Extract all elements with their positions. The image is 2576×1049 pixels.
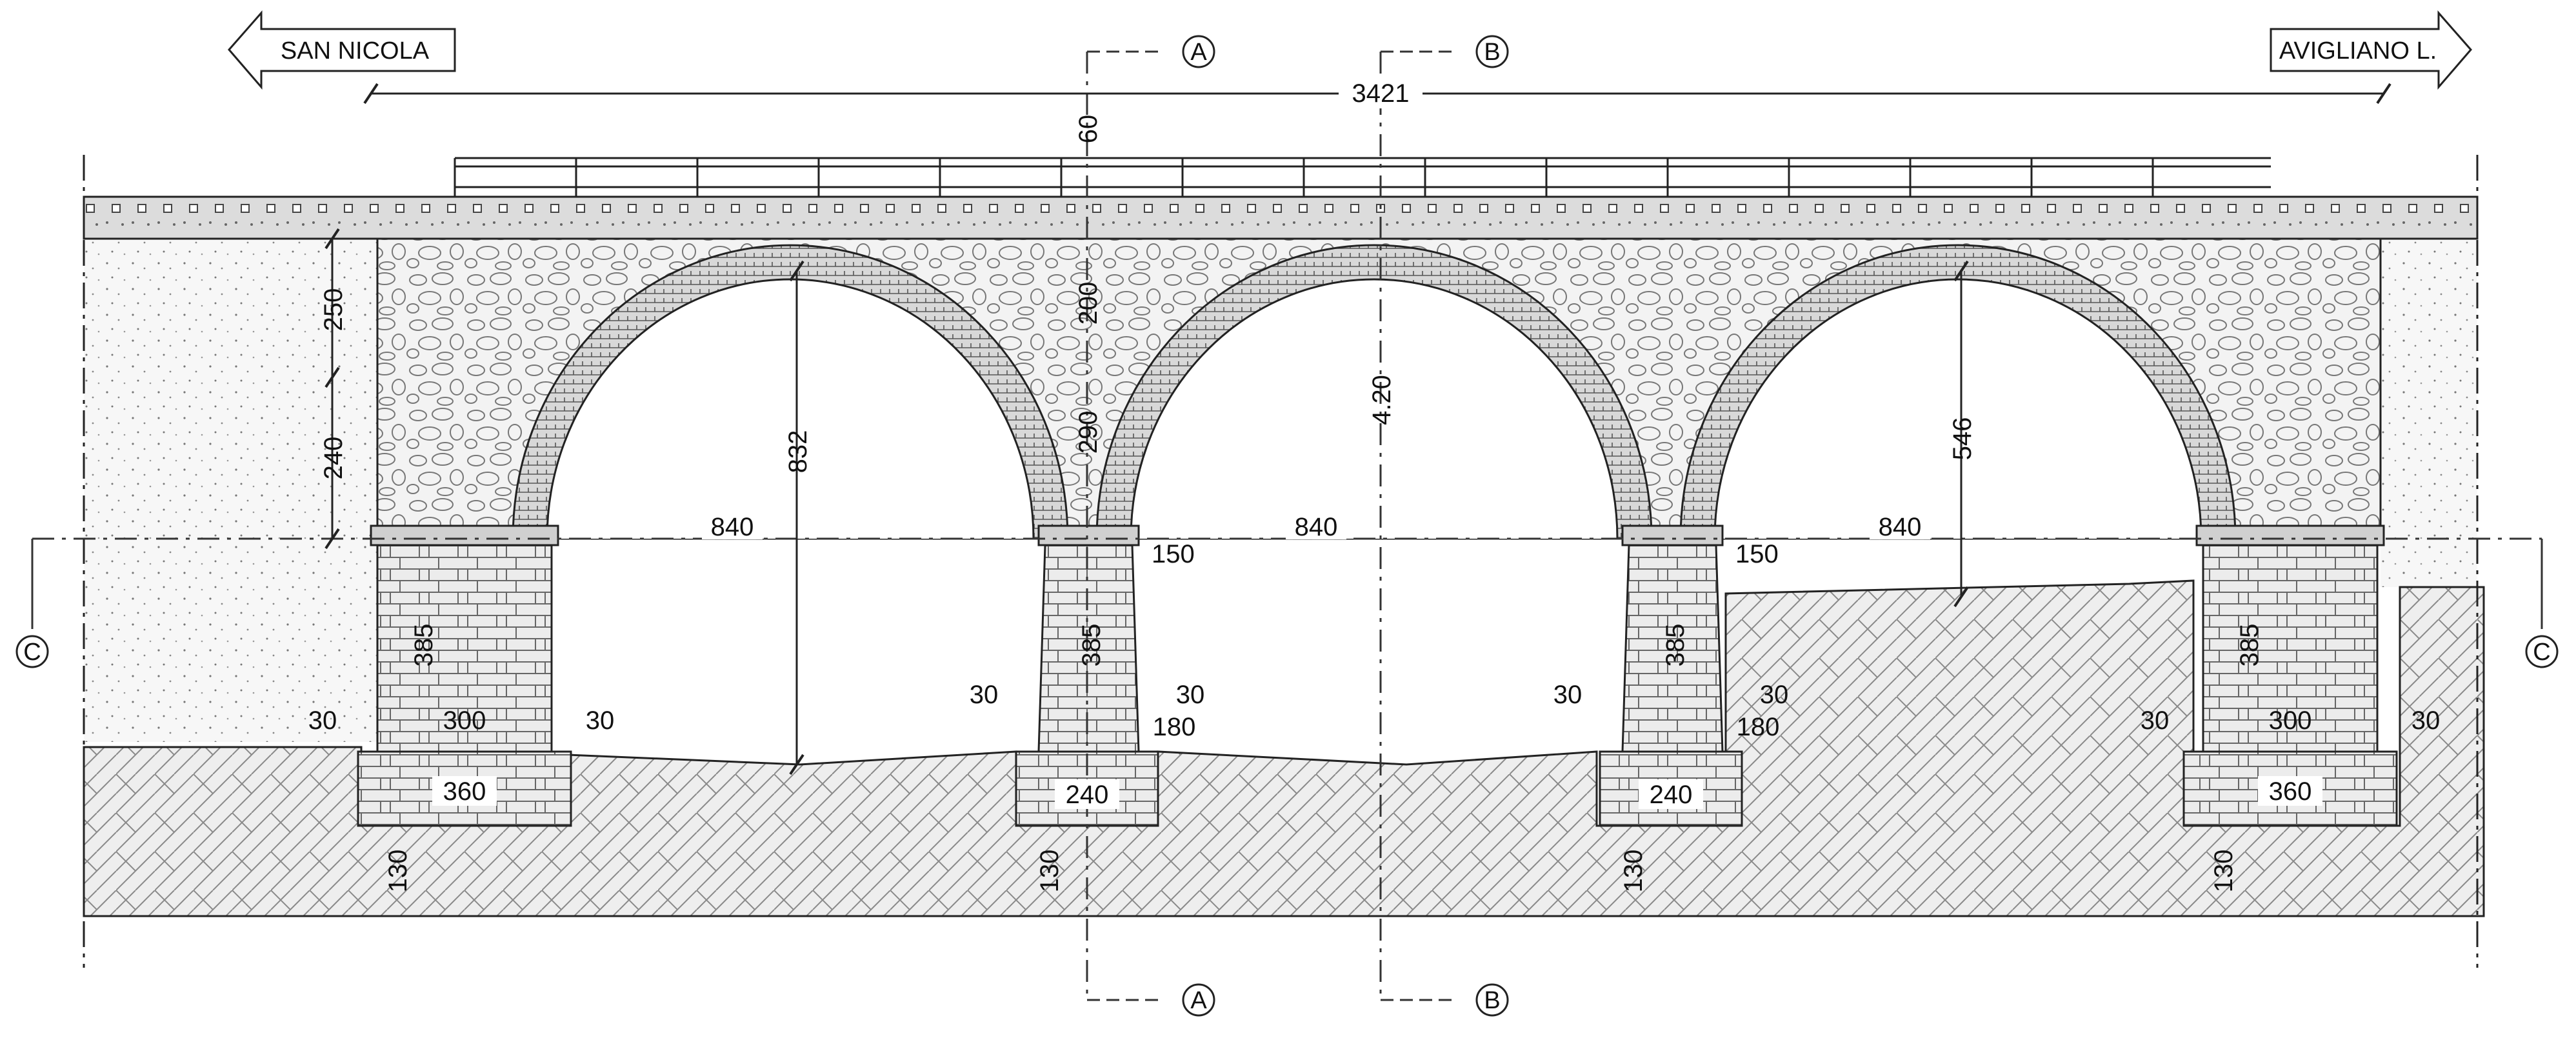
left-embankment-soil (84, 239, 381, 742)
dim-left-abutment-height: 385 (410, 624, 438, 667)
dim-spandrel-upper: 250 (319, 288, 348, 332)
dim-arch-rise-center: 4.20 (1368, 375, 1396, 425)
pier-2-cap (1621, 524, 1724, 546)
dim-span-3: 840 (1879, 513, 1922, 541)
overall-length-label: 3421 (1352, 79, 1410, 108)
dim-left-footing-width: 360 (443, 777, 486, 806)
dim-pier-1-offset-a: 30 (970, 681, 999, 709)
dim-span-1: 840 (711, 513, 754, 541)
svg-text:B: B (1484, 39, 1500, 66)
section-marker-a-bottom: A (1182, 983, 1215, 1017)
section-marker-b-bottom: B (1475, 983, 1509, 1017)
section-marker-a-top: A (1182, 35, 1215, 68)
section-marker-c-right: C (2525, 635, 2559, 668)
dim-right-footing-depth: 130 (2210, 850, 2238, 893)
direction-arrow-left: SAN NICOLA (228, 10, 456, 90)
dim-pier-1-offset-b: 30 (1176, 681, 1205, 709)
dim-pier-1-cap: 150 (1152, 540, 1195, 568)
section-marker-c-left: C (15, 635, 49, 668)
svg-text:SAN NICOLA: SAN NICOLA (281, 37, 430, 65)
dim-left-footing-depth: 130 (384, 850, 412, 893)
svg-text:B: B (1484, 987, 1500, 1014)
dim-pier-2-cap: 150 (1735, 540, 1779, 568)
svg-text:A: A (1190, 39, 1207, 66)
dim-pier-2-offset-a: 30 (1553, 681, 1583, 709)
dim-pier-1-height: 385 (1077, 624, 1106, 667)
dim-pier-1-footing-depth: 130 (1035, 850, 1064, 893)
dim-pier-1-width: 180 (1153, 713, 1196, 741)
svg-text:A: A (1190, 987, 1207, 1014)
dim-left-abutment-width: 300 (443, 706, 486, 735)
direction-arrow-right: AVIGLIANO L. (2270, 10, 2472, 90)
dim-pier-2-footing-width: 240 (1650, 781, 1693, 809)
right-abutment (2202, 544, 2379, 753)
dim-right-footing-width: 360 (2269, 777, 2312, 806)
dim-right-abutment-width: 300 (2269, 706, 2312, 735)
left-abutment (376, 544, 553, 753)
dim-height-right-arch: 546 (1948, 417, 1977, 461)
dim-pier-1-footing-width: 240 (1066, 781, 1109, 809)
guard-railing (454, 157, 2271, 197)
dim-pier-2-width: 180 (1737, 713, 1780, 741)
pier-1-cap (1037, 524, 1140, 546)
dim-left-offset-b: 30 (586, 706, 615, 735)
dim-right-offset-a: 30 (2141, 706, 2170, 735)
dim-spandrel-lower: 240 (319, 437, 348, 480)
dim-right-offset-b: 30 (2411, 706, 2441, 735)
right-abutment-cap (2195, 524, 2385, 546)
dim-pier-to-springing: 290 (1074, 411, 1103, 454)
dim-pier-2-offset-b: 30 (1760, 681, 1789, 709)
dim-pier-2-footing-depth: 130 (1619, 850, 1648, 893)
dim-left-offset-a: 30 (308, 706, 337, 735)
svg-text:AVIGLIANO L.: AVIGLIANO L. (2279, 37, 2437, 65)
dim-span-2: 840 (1295, 513, 1338, 541)
dim-deck-thickness: 60 (1074, 115, 1103, 144)
right-embankment-soil (2381, 239, 2477, 587)
dim-pier-2-height: 385 (1661, 624, 1690, 667)
svg-text:C: C (2533, 639, 2550, 666)
svg-text:C: C (23, 639, 41, 666)
dim-crown-fill: 200 (1074, 282, 1103, 325)
left-abutment-cap (370, 524, 559, 546)
bridge-deck (83, 195, 2479, 240)
dim-right-abutment-height: 385 (2235, 624, 2264, 667)
dim-height-left-arch: 832 (784, 430, 812, 474)
section-marker-b-top: B (1475, 35, 1509, 68)
